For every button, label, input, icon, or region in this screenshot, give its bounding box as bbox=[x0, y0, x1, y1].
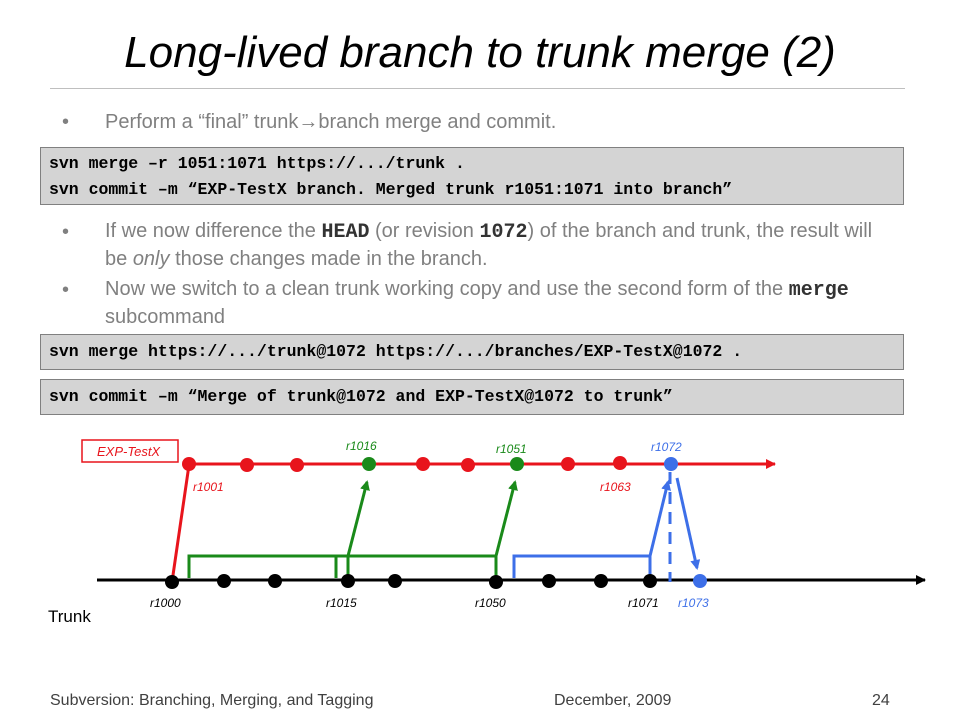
branch-revision-dot bbox=[561, 457, 575, 471]
bullet-1-pre: Perform a “final” trunk bbox=[105, 111, 299, 133]
branch-revision-dot bbox=[416, 457, 430, 471]
command-line: svn merge –r 1051:1071 https://.../trunk… bbox=[49, 154, 465, 173]
bullet-marker: • bbox=[62, 111, 70, 133]
branch-revision-dot bbox=[182, 457, 196, 471]
merge-arrow bbox=[648, 480, 671, 557]
bullet-1: Perform a “final” trunk→branch merge and… bbox=[105, 109, 556, 136]
bullet-marker: • bbox=[62, 221, 70, 243]
command-line: svn commit –m “Merge of trunk@1072 and E… bbox=[49, 387, 673, 406]
merge-range-bracket bbox=[334, 554, 498, 578]
bullet-1-post: branch merge and commit. bbox=[318, 111, 557, 133]
trunk-revision-dot bbox=[268, 574, 282, 588]
command-line: svn commit –m “EXP-TestX branch. Merged … bbox=[49, 180, 733, 199]
command-line: svn merge https://.../trunk@1072 https:/… bbox=[49, 342, 743, 361]
trunk-revision-dot bbox=[388, 574, 402, 588]
merge-range-bracket bbox=[187, 554, 350, 578]
merge-range-bracket bbox=[512, 554, 652, 578]
trunk-revision-dot bbox=[489, 575, 503, 589]
revision-label: r1072 bbox=[651, 440, 682, 454]
merge-arrow bbox=[346, 480, 370, 557]
footer-date: December, 2009 bbox=[554, 692, 672, 709]
revision-label: r1063 bbox=[600, 480, 631, 494]
branch-creation-line bbox=[170, 464, 191, 583]
slide-title: Long-lived branch to trunk merge (2) bbox=[124, 28, 836, 77]
bullet-marker: • bbox=[62, 279, 70, 301]
branch-name-label: EXP-TestX bbox=[97, 444, 161, 459]
revision-label: r1051 bbox=[496, 442, 527, 456]
branch-merge-dot bbox=[362, 457, 376, 471]
branch-revision-dot bbox=[240, 458, 254, 472]
branch-revision-dot bbox=[613, 456, 627, 470]
right-arrow-icon: → bbox=[298, 111, 319, 133]
trunk-revision-dot bbox=[643, 574, 657, 588]
bullet-3: Now we switch to a clean trunk working c… bbox=[105, 276, 895, 331]
title-divider bbox=[50, 88, 905, 89]
trunk-revision-dot bbox=[217, 574, 231, 588]
trunk-revision-dot bbox=[165, 575, 179, 589]
emphasis-only: only bbox=[132, 248, 170, 270]
bullet-2-text: If we now difference the bbox=[105, 220, 322, 242]
code-revision: 1072 bbox=[479, 221, 528, 244]
trunk-revision-dot bbox=[341, 574, 355, 588]
bullet-3-text: subcommand bbox=[105, 306, 226, 328]
bullet-2-text: ) of the branch and trunk, the result wi… bbox=[105, 220, 873, 270]
branch-name-box bbox=[81, 439, 179, 463]
branch-merge-dot bbox=[664, 457, 678, 471]
revision-label: r1015 bbox=[326, 596, 357, 610]
revision-label: r1001 bbox=[193, 480, 224, 494]
revision-label: r1050 bbox=[475, 596, 506, 610]
bullet-2: If we now difference the HEAD (or revisi… bbox=[105, 218, 895, 273]
revision-label: r1071 bbox=[628, 596, 659, 610]
bullet-3-text: Now we switch to a clean trunk working c… bbox=[105, 278, 789, 300]
command-box-commit: svn commit –m “Merge of trunk@1072 and E… bbox=[40, 379, 904, 415]
trunk-merge-dot bbox=[693, 574, 707, 588]
command-box-merge: svn merge https://.../trunk@1072 https:/… bbox=[40, 334, 904, 370]
branch-revision-dot bbox=[461, 458, 475, 472]
code-head: HEAD bbox=[321, 221, 370, 244]
branch-revision-dot bbox=[290, 458, 304, 472]
trunk-revision-dot bbox=[542, 574, 556, 588]
trunk-label: Trunk bbox=[48, 607, 91, 626]
bullet-2-text: those changes made in the branch. bbox=[169, 248, 488, 270]
revision-label: r1000 bbox=[150, 596, 181, 610]
revision-label: r1016 bbox=[346, 439, 377, 453]
bullet-2-text: (or revision bbox=[369, 220, 480, 242]
merge-to-trunk-arrow bbox=[675, 477, 701, 570]
page-number: 24 bbox=[872, 692, 890, 709]
branch-merge-dot bbox=[510, 457, 524, 471]
footer-title: Subversion: Branching, Merging, and Tagg… bbox=[50, 692, 374, 709]
merge-arrow bbox=[494, 480, 518, 557]
trunk-revision-dot bbox=[594, 574, 608, 588]
revision-label: r1073 bbox=[678, 596, 709, 610]
code-merge: merge bbox=[788, 279, 849, 302]
command-box-merge-commit: svn merge –r 1051:1071 https://.../trunk… bbox=[40, 147, 904, 205]
